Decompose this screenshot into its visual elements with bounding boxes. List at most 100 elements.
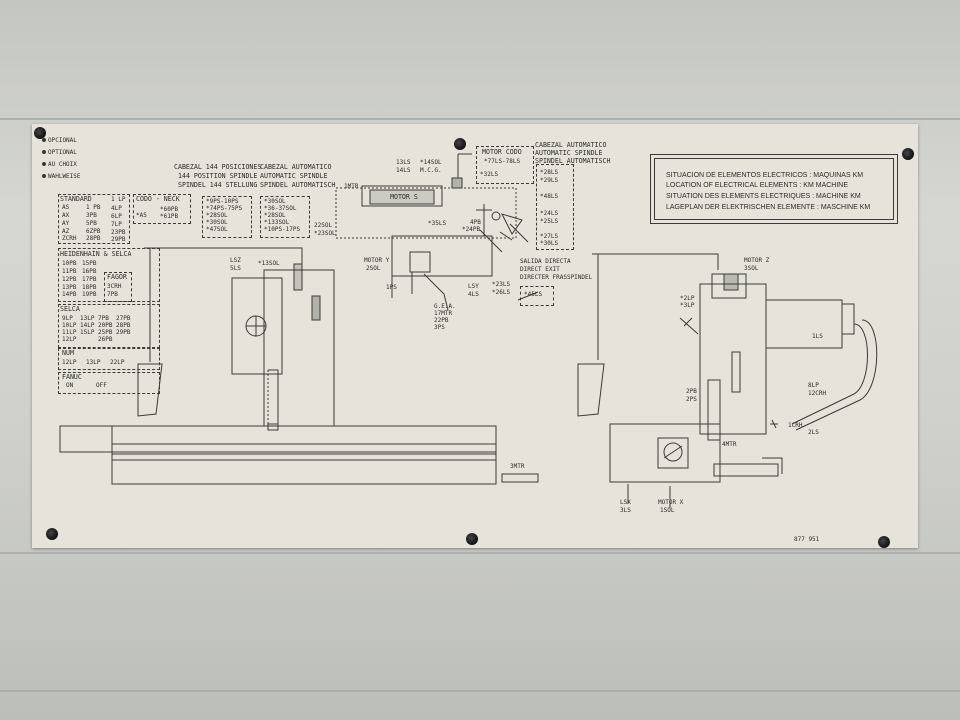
label-22sol: 22SOL <box>314 222 333 229</box>
fanuc-item: ON <box>66 382 74 389</box>
motor-codo-item: *30LS <box>540 240 559 247</box>
standard-cell: 1 PB <box>86 204 101 211</box>
num-box <box>58 348 160 370</box>
cabezal-auto-item: *133SOL <box>264 219 290 226</box>
num-item: 13LP <box>86 359 101 366</box>
label-lsy: LSY <box>468 283 479 290</box>
motor-codo-item: *28LS <box>540 169 559 176</box>
label-14ls: 14LS <box>396 167 411 174</box>
motor-codo-item: *77LS-78LS <box>484 158 521 165</box>
heidenhain-cell: 15PB <box>82 260 97 267</box>
heidenhain-cell: 14PB <box>62 291 77 298</box>
label-17mtr: 17MTR <box>434 310 453 317</box>
screw-bottom-right <box>878 536 890 548</box>
label-1ps: 1PS <box>386 284 397 291</box>
selca-cell: 20PB <box>98 322 113 329</box>
label-1mtr: 1MTR <box>344 183 359 190</box>
screw-bottom-mid <box>466 533 478 545</box>
legend-au-choix: AU CHOIX <box>48 161 77 168</box>
label-3lp: *3LP <box>680 302 695 309</box>
fagor-header: FAGOR <box>107 273 127 281</box>
label-1crh: 1CRH <box>788 422 803 429</box>
fagor-item: 7PB <box>107 291 118 298</box>
heidenhain-cell: 19PB <box>82 291 97 298</box>
label-3ls: 3LS <box>620 507 631 514</box>
label-23sol: *23SOL <box>314 230 336 237</box>
selca-cell: 15LP <box>80 329 95 336</box>
label-4ls: 4LS <box>468 291 479 298</box>
cabezal144-line: 144 POSITION SPINDLE <box>178 172 258 180</box>
standard-cell: 29PB <box>111 236 126 243</box>
standard-box <box>58 194 130 244</box>
fanuc-header: FANUC <box>62 373 82 381</box>
cabezal-auto2-line: CABEZAL AUTOMATICO <box>535 141 607 149</box>
screw-top-right <box>902 148 914 160</box>
motor-codo-box <box>476 146 534 184</box>
selca-cell: 12LP <box>62 336 77 343</box>
codo-neck-header: CODO - NECK <box>136 195 180 203</box>
title-box-inner <box>654 158 894 220</box>
motor-codo-item: *27LS <box>540 233 559 240</box>
standard-cell: 28PB <box>86 235 101 242</box>
cabezal144-item: *28SOL <box>206 212 228 219</box>
label-gea: G.E.A. <box>434 303 456 310</box>
title-box <box>650 154 898 224</box>
heidenhain-cell: 12PB <box>62 276 77 283</box>
cabezal-auto2-line: AUTOMATIC SPINDLE <box>535 149 603 157</box>
selca-cell: 25PB <box>98 329 113 336</box>
selca-cell: 28PB <box>116 322 131 329</box>
cabezal144-item: *47SOL <box>206 226 228 233</box>
label-26ls: *26LS <box>492 289 511 296</box>
label-motor-x: MOTOR X <box>658 499 684 506</box>
cabezal-auto-line: CABEZAL AUTOMATICO <box>260 163 332 171</box>
label-salida-en: DIRECT EXIT <box>520 266 560 273</box>
label-22pb: 22PB <box>434 317 449 324</box>
screw-bottom-left <box>46 528 58 540</box>
label-4pb: 4PB <box>470 219 481 226</box>
standard-cell: 5PB <box>86 220 97 227</box>
label-2ps: 2PS <box>686 396 697 403</box>
standard-cell: 3PB <box>86 212 97 219</box>
label-4mtr: 4MTR <box>722 441 737 448</box>
motor-codo-item: *48LS <box>540 193 559 200</box>
label-2ls: 2LS <box>808 429 819 436</box>
title-de: LAGEPLAN DER ELEKTRISCHEN ELEMENTE : MAS… <box>666 204 871 211</box>
label-14sol: *14SOL <box>420 159 442 166</box>
fagor-item: 3CRH <box>107 283 122 290</box>
heidenhain-cell: 16PB <box>82 268 97 275</box>
cabezal-auto-item: *28SOL <box>264 212 286 219</box>
screw-top-left <box>34 127 46 139</box>
cabezal-auto-box <box>260 196 310 238</box>
label-3ps: 3PS <box>434 324 445 331</box>
label-8lp: 8LP <box>808 382 819 389</box>
codo-neck-item: *A5 <box>136 212 147 219</box>
label-5ls: 5LS <box>230 265 241 272</box>
cabezal144-item: *9PS-10PS <box>206 198 239 205</box>
label-motor-z: MOTOR Z <box>744 257 770 264</box>
cabezal-auto-line: SPINDEL AUTOMATISCH <box>260 181 336 189</box>
fanuc-item: OFF <box>96 382 107 389</box>
label-12crh: 12CRH <box>808 390 827 397</box>
selca-cell: 9LP <box>62 315 73 322</box>
cabezal144-line: CABEZAL 144 POSICIONES <box>174 163 262 171</box>
ls45-box <box>520 286 554 306</box>
label-24pb: *24PB <box>462 226 481 233</box>
selca-cell: 14LP <box>80 322 95 329</box>
label-23ls: *23LS <box>492 281 511 288</box>
standard-cell: 6LP <box>111 213 122 220</box>
heidenhain-cell: 11PB <box>62 268 77 275</box>
fagor-box <box>104 272 132 302</box>
label-13sol: *13SOL <box>258 260 280 267</box>
label-2lp: *2LP <box>680 295 695 302</box>
cabezal-auto-line: AUTOMATIC SPINDLE <box>260 172 328 180</box>
selca-cell: 13LP <box>80 315 95 322</box>
label-motor-y: MOTOR Y <box>364 257 390 264</box>
selca-cell: 11LP <box>62 329 77 336</box>
heidenhain-cell: 10PB <box>62 260 77 267</box>
standard-cell: 4LP <box>111 205 122 212</box>
codo-neck-item: *60PB <box>160 206 179 213</box>
heidenhain-cell: 18PB <box>82 284 97 291</box>
heidenhain-cell: 17PB <box>82 276 97 283</box>
selca-box <box>58 304 160 348</box>
motor-codo-box-2 <box>536 164 574 250</box>
